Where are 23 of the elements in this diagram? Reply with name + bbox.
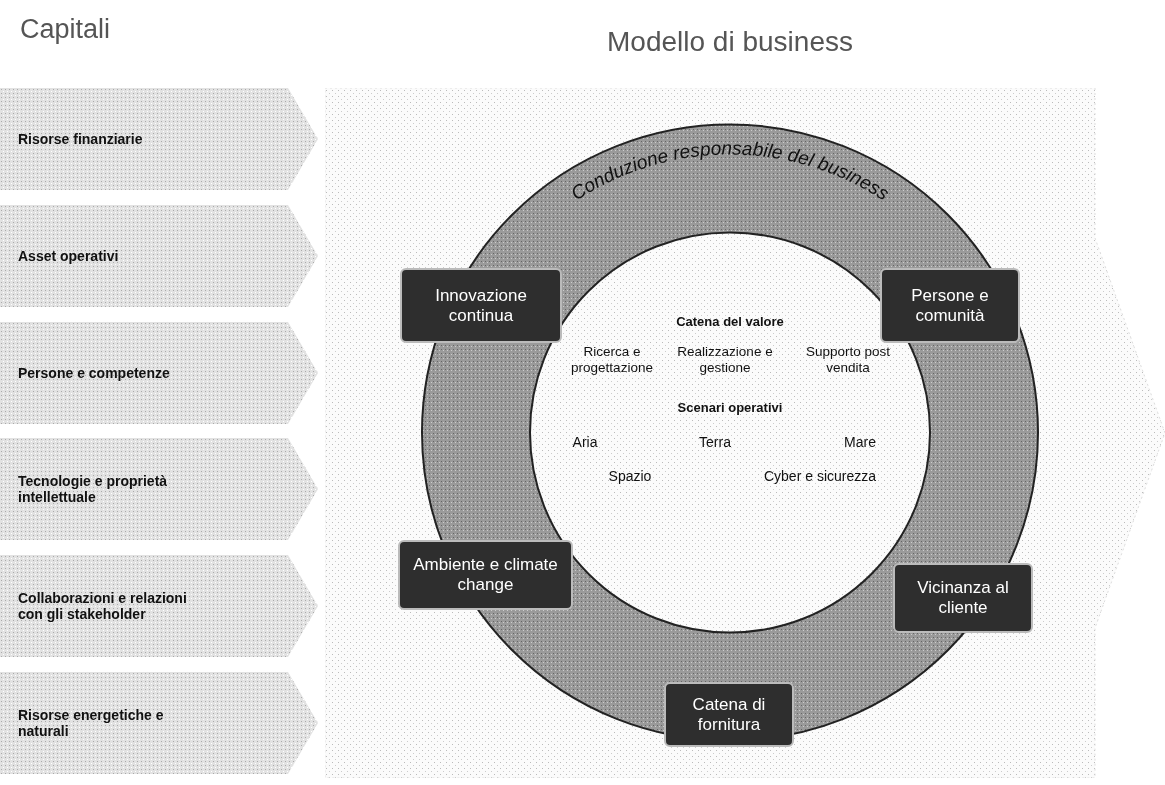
item-label: Realizzazione e gestione xyxy=(676,344,774,376)
theme-box: Persone e comunità xyxy=(880,268,1020,343)
panel-heading: Modello di business xyxy=(606,26,854,58)
section-heading: Catena del valore xyxy=(676,314,784,330)
item-label: Spazio xyxy=(608,467,652,485)
item-label: Supporto post vendita xyxy=(804,344,892,376)
item-label: Ricerca e progettazione xyxy=(570,344,654,376)
column-heading: Capitali xyxy=(20,14,111,45)
capital-panel: Tecnologie e proprietà intellettuale xyxy=(0,438,318,540)
theme-box: Vicinanza al cliente xyxy=(893,563,1033,633)
theme-box: Catena di fornitura xyxy=(664,682,794,747)
capital-panel: Risorse energetiche e naturali xyxy=(0,672,318,774)
capital-panel: Persone e competenze xyxy=(0,322,318,424)
item-label: Terra xyxy=(699,433,731,451)
capital-panel: Asset operativi xyxy=(0,205,318,307)
item-label: Cyber e sicurezza xyxy=(764,467,876,485)
item-label: Mare xyxy=(844,433,876,451)
theme-box: Innovazione continua xyxy=(400,268,562,343)
item-label: Aria xyxy=(572,433,598,451)
theme-box: Ambiente e climate change xyxy=(398,540,573,610)
section-heading: Scenari operativi xyxy=(677,400,783,416)
capital-panel: Risorse finanziarie xyxy=(0,88,318,190)
capital-panel: Collaborazioni e relazioni con gli stakeholder xyxy=(0,555,318,657)
